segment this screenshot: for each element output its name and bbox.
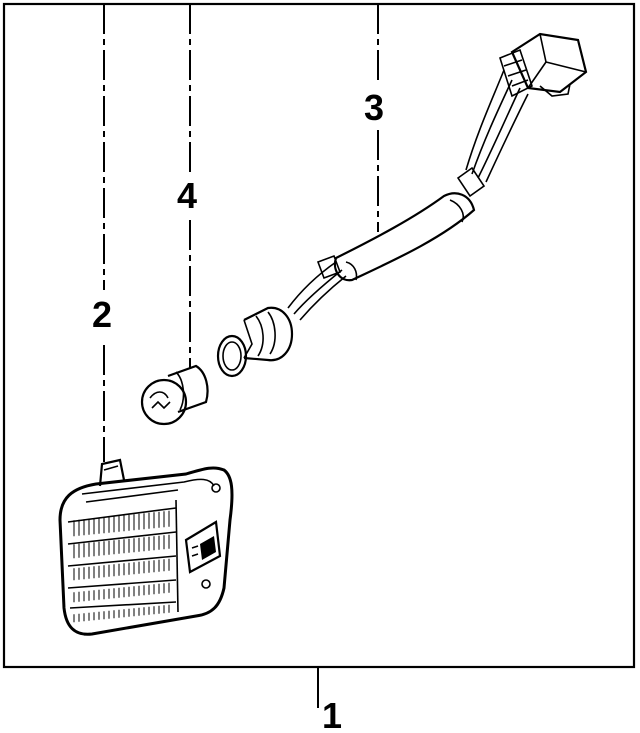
callout-3: 3	[364, 87, 384, 128]
wire-harness	[216, 32, 588, 378]
callout-2: 2	[92, 294, 112, 335]
callout-1: 1	[322, 695, 342, 733]
bulb	[140, 364, 209, 426]
lens-hatching	[73, 510, 170, 623]
lamp-lens	[58, 458, 234, 636]
callout-4: 4	[177, 175, 197, 216]
leader-lines	[103, 4, 379, 708]
lens-ribs	[67, 499, 179, 613]
